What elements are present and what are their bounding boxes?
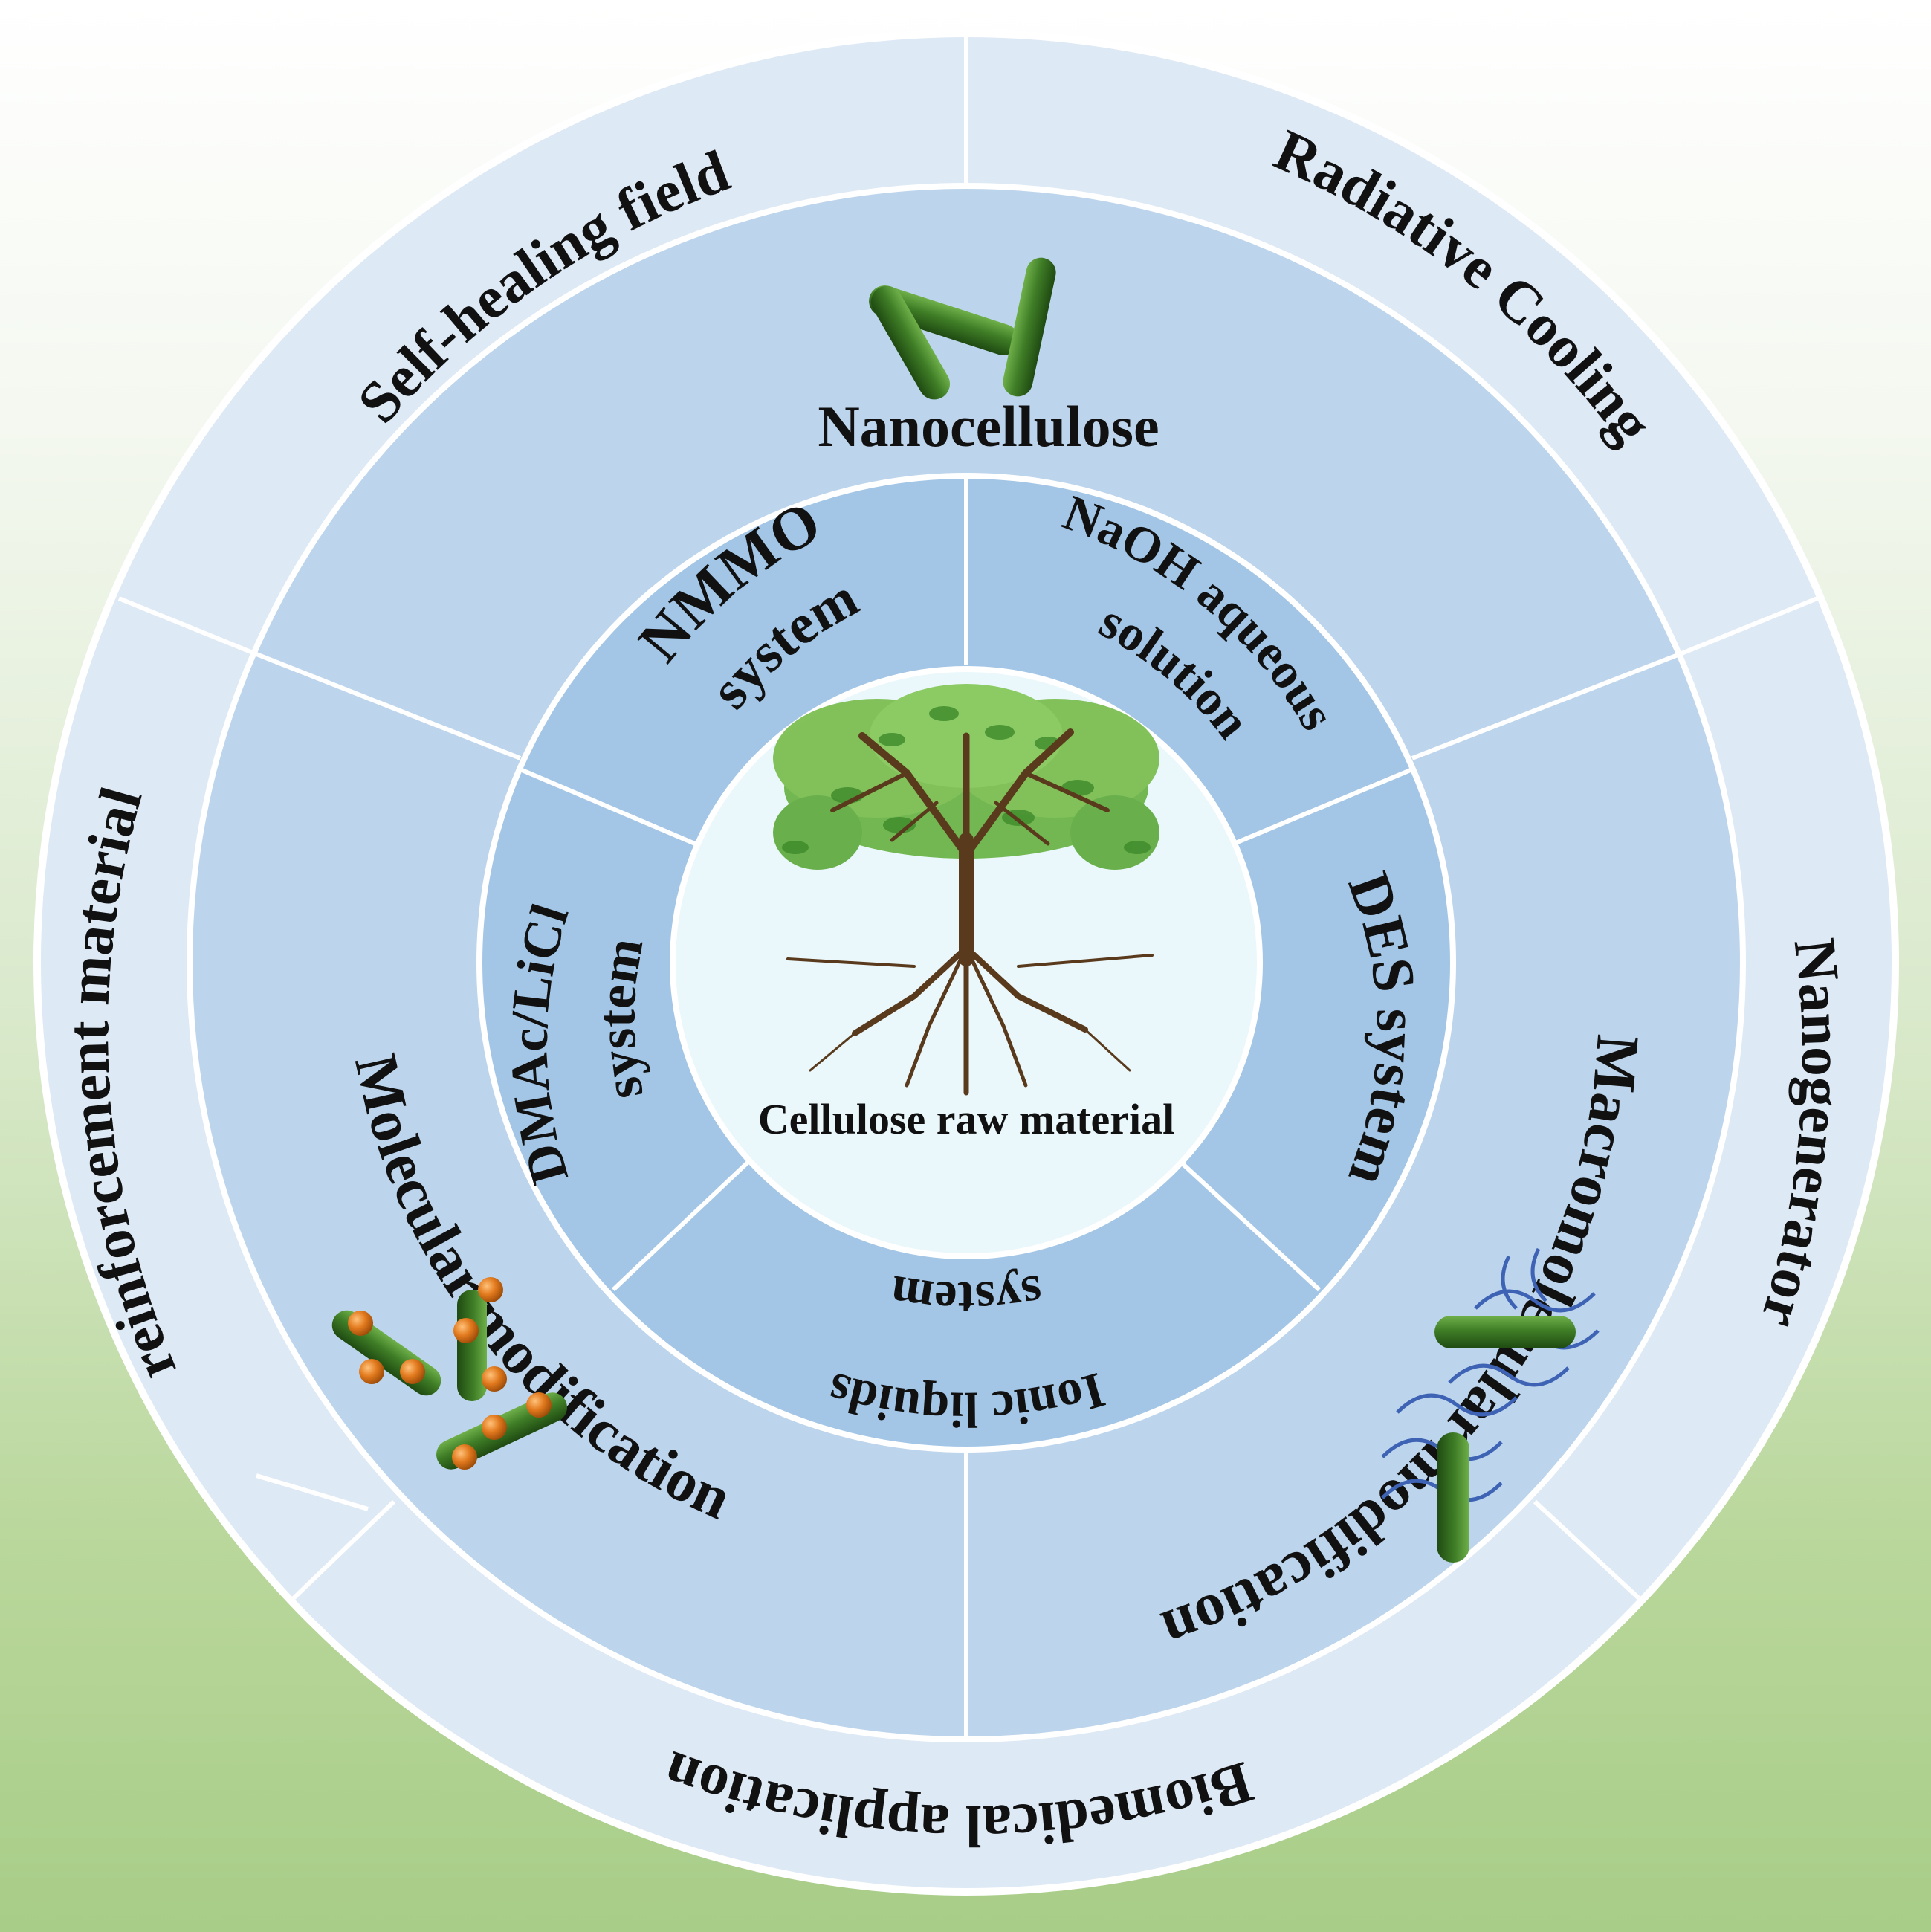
nanocellulose-rods-icon [869,257,1056,400]
outer-dividers [117,33,1819,1600]
tree-icon [773,684,1159,1096]
ionic-system-label: system [887,1264,1047,1328]
macromolecular-rods-icon [1381,1247,1600,1563]
molecular-rods-icon [331,1277,567,1470]
dmac-system-label: system [587,934,656,1105]
nanocellulose-label: Nanocellulose [818,394,1159,459]
middle-dividers [255,652,1681,1739]
center-label: Cellulose raw material [758,1095,1175,1143]
inner-dividers [519,476,1414,1292]
